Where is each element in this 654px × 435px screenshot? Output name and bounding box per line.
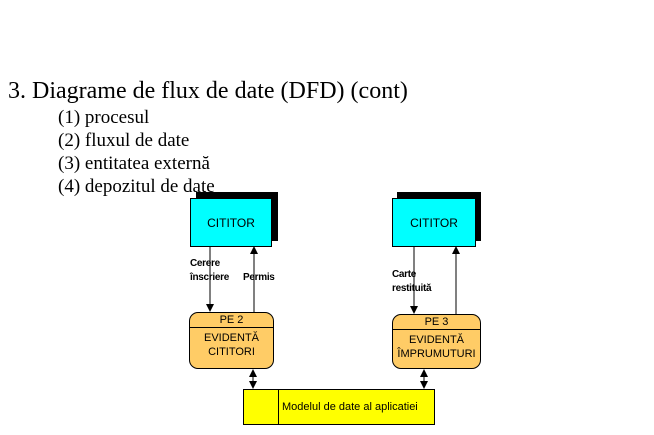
process-pe3-name: EVIDENTĂ ÎMPRUMUTURI [393,330,480,361]
external-entity-right-label: CITITOR [410,215,458,230]
process-pe2-name-line: EVIDENTĂ [203,332,259,344]
arrowhead-return [410,306,418,314]
slide-heading: 3. Diagrame de flux de date (DFD) (cont) [8,78,408,104]
external-entity-right: CITITOR [392,198,476,247]
arrowhead-store-left-down [249,381,257,389]
data-store: Modelul de date al aplicatiei [243,389,435,425]
arrowhead-store-right-down [420,381,428,389]
process-pe3-name-line: EVIDENTĂ [408,334,464,346]
arrowhead-store-left-up [249,369,257,377]
data-store-id [244,390,279,424]
data-store-name: Modelul de date al aplicatiei [282,401,418,413]
process-pe3-name-line: ÎMPRUMUTURI [397,348,476,360]
process-pe2-name-line: CITITORI [208,346,255,358]
bullet-item-data-flow: (2) fluxul de date [58,130,190,151]
process-pe2-name: EVIDENTĂ CITITORI [190,328,273,359]
process-pe2-id: PE 2 [190,313,273,328]
flow-label-return: Carte restituită [392,269,432,294]
process-pe3: PE 3 EVIDENTĂ ÎMPRUMUTURI [392,314,481,369]
external-entity-left-label: CITITOR [207,215,255,230]
arrowhead-store-right-up [420,369,428,377]
arrowhead-request [206,304,214,312]
arrowhead-right-up [452,246,460,254]
bullet-item-external-entity: (3) entitatea externă [58,153,210,174]
external-entity-left: CITITOR [190,198,272,247]
arrowhead-permit [250,246,258,254]
bullet-list: (1) procesul (2) fluxul de date (3) enti… [58,106,215,197]
process-pe3-id: PE 3 [393,315,480,330]
flow-label-permit: Permis [243,272,275,283]
process-pe2: PE 2 EVIDENTĂ CITITORI [189,312,274,369]
bullet-item-process: (1) procesul [58,107,150,128]
